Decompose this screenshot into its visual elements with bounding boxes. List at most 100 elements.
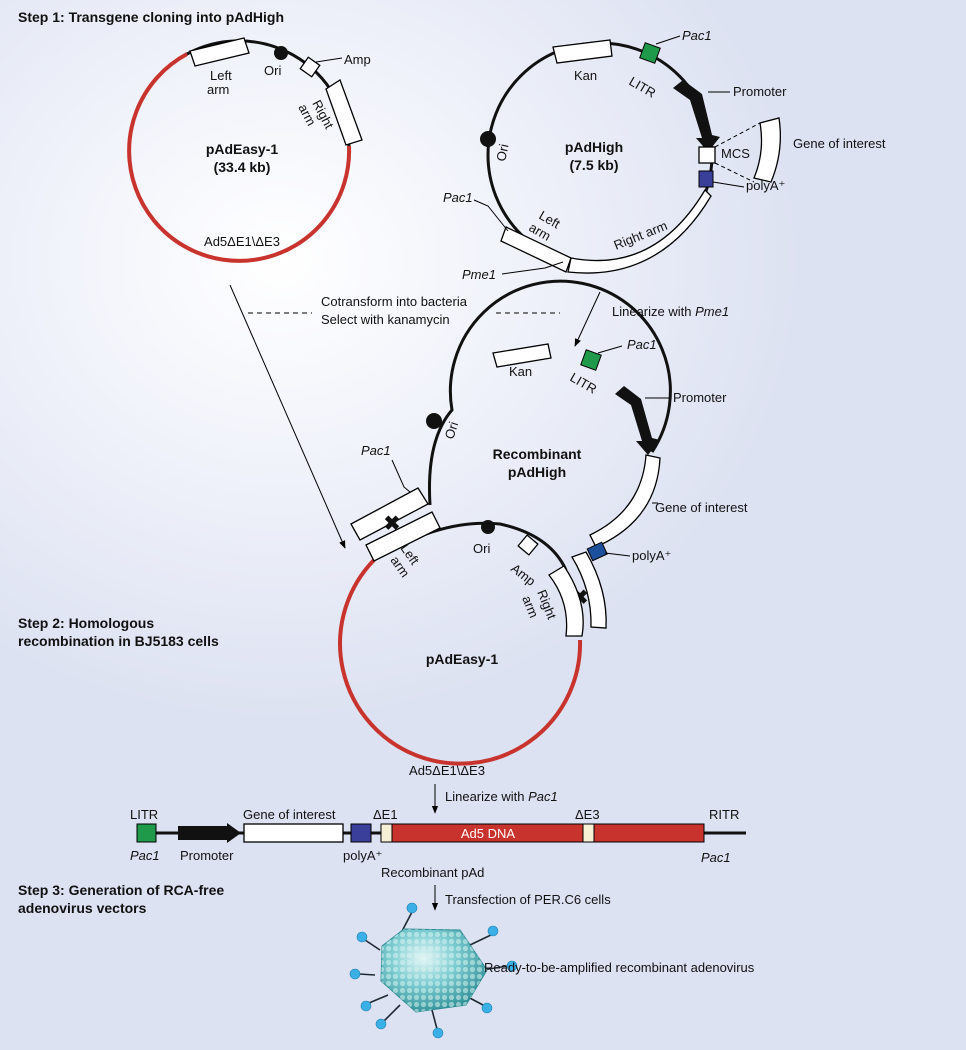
goi-label: Gene of interest — [243, 807, 336, 822]
padhigh-size: (7.5 kb) — [569, 157, 618, 173]
padeasy-name: pAdEasy-1 — [206, 141, 279, 157]
promoter-label: Promoter — [180, 848, 234, 863]
delta-e3-box — [582, 823, 595, 843]
backbone-label: Ad5ΔE1\ΔE3 — [409, 763, 485, 778]
pac1-leader — [655, 35, 681, 45]
linear-recombinant-pad: LITR Pac1 Promoter Gene of interest poly… — [130, 807, 746, 880]
select-text: Select with kanamycin — [321, 312, 450, 327]
recombinant-name-2: pAdHigh — [508, 464, 566, 480]
promoter-label: Promoter — [673, 390, 727, 405]
polya-label: polyA⁺ — [632, 548, 671, 563]
pac1-label: Pac1 — [682, 28, 712, 43]
pac1-left-leader — [473, 199, 509, 232]
ready-virus-label: Ready-to-be-amplified recombinant adenov… — [484, 960, 755, 975]
ori-marker — [426, 413, 442, 429]
step2-title: Step 2: Homologous — [18, 615, 154, 631]
mcs-label: MCS — [721, 146, 750, 161]
right-arm-box — [567, 188, 712, 274]
recombinant-pad-label: Recombinant pAd — [381, 865, 484, 880]
polya-leader — [604, 552, 631, 557]
arrow-to-recombination — [229, 284, 346, 549]
goi-label: Gene of interest — [655, 500, 748, 515]
recomb-left-arm-box — [350, 487, 429, 541]
polya-box — [698, 170, 714, 188]
promoter-arrow — [673, 80, 720, 152]
amp-label: Amp — [508, 561, 538, 589]
right-arm-box — [548, 565, 584, 637]
amp-leader — [315, 57, 343, 63]
goi-insert-box — [753, 117, 781, 183]
padeasy-name: pAdEasy-1 — [426, 651, 499, 667]
goi-box — [589, 454, 661, 548]
promoter-arrow — [178, 823, 241, 843]
ori-label: Ori — [473, 541, 490, 556]
pac1-right-label: Pac1 — [701, 850, 731, 865]
ori-marker — [481, 520, 495, 534]
polya-label: polyA⁺ — [746, 178, 785, 193]
ori-label: Ori — [442, 420, 462, 441]
litr-label: LITR — [627, 74, 659, 101]
pme1-leader — [501, 261, 564, 275]
recombinant-circle — [428, 279, 672, 506]
step2-subtitle: recombination in BJ5183 cells — [18, 633, 219, 649]
padeasy-backbone-arc — [338, 558, 583, 766]
left-arm-label-2: arm — [207, 82, 229, 97]
left-arm-label: Left — [210, 68, 232, 83]
ori-label: Ori — [493, 142, 511, 162]
plasmid-padeasy-bottom: Left arm Ori Amp Right arm pAdEasy-1 Ad5… — [338, 511, 584, 778]
recomb-right-arm-box — [571, 551, 607, 629]
delta-e3-label: ΔE3 — [575, 807, 600, 822]
litr-label: LITR — [568, 370, 600, 397]
pac1-left-label: Pac1 — [130, 848, 160, 863]
adenovirus-icon — [349, 902, 518, 1039]
pac1-label: Pac1 — [627, 337, 657, 352]
padeasy-backbone-arc — [127, 52, 352, 263]
mcs-dash-bottom — [714, 162, 755, 183]
step3-title: Step 3: Generation of RCA-free — [18, 882, 224, 898]
left-arm-box — [189, 37, 250, 67]
litr-box — [136, 823, 157, 843]
left-arm-box — [500, 226, 572, 273]
kan-box — [552, 39, 613, 64]
padeasy-size: (33.4 kb) — [214, 159, 271, 175]
right-arm-box — [325, 79, 363, 146]
backbone-label: Ad5ΔE1\ΔE3 — [204, 234, 280, 249]
step3-subtitle: adenovirus vectors — [18, 900, 147, 916]
pac1-left-label: Pac1 — [443, 190, 473, 205]
ritr-label: RITR — [709, 807, 739, 822]
polya-box — [350, 823, 372, 843]
ori-label: Ori — [264, 63, 281, 78]
left-arm-box — [365, 511, 441, 562]
arrow-linearize-pme1 — [574, 291, 601, 347]
plasmid-padeasy-top: Left arm Ori Amp Right arm pAdEasy-1 (33… — [127, 37, 371, 263]
recombinant-name: Recombinant — [493, 446, 582, 462]
cotransform-text: Cotransform into bacteria — [321, 294, 468, 309]
linearize-pac1-text: Linearize with Pac1 — [445, 789, 558, 804]
pac1-leader — [597, 345, 623, 354]
transfection-text: Transfection of PER.C6 cells — [445, 892, 611, 907]
amp-box — [299, 56, 321, 78]
ori-marker — [480, 131, 496, 147]
litr-box — [580, 349, 602, 371]
promoter-label: Promoter — [733, 84, 787, 99]
step1-title: Step 1: Transgene cloning into pAdHigh — [18, 9, 284, 25]
plasmid-padhigh: Kan LITR Pac1 Promoter MCS Gene of inter… — [443, 28, 886, 282]
mcs-box — [698, 146, 716, 164]
polya-box — [586, 541, 608, 562]
kan-label: Kan — [574, 68, 597, 83]
amp-label: Amp — [344, 52, 371, 67]
kan-box — [492, 343, 552, 368]
ori-marker — [274, 46, 288, 60]
litr-label: LITR — [130, 807, 158, 822]
goi-label: Gene of interest — [793, 136, 886, 151]
spike-fibers — [349, 902, 518, 1039]
pac1-left-label: Pac1 — [361, 443, 391, 458]
kan-label: Kan — [509, 364, 532, 379]
plasmid-recombinant: Kan LITR Pac1 Promoter Ori Recombinant p… — [350, 279, 748, 629]
ad5-dna-label: Ad5 DNA — [461, 826, 516, 841]
pme1-label: Pme1 — [462, 267, 496, 282]
amp-box — [517, 534, 539, 556]
polya-leader — [712, 181, 745, 188]
